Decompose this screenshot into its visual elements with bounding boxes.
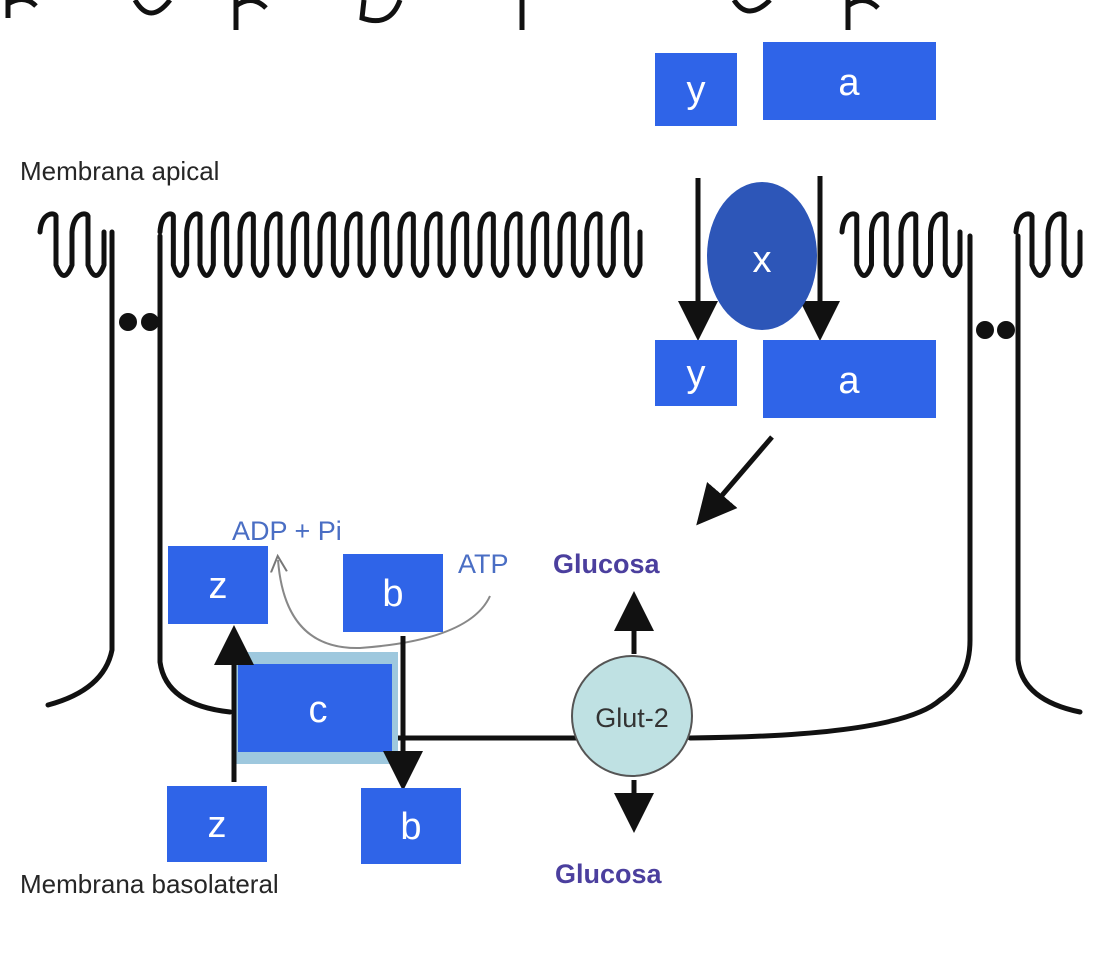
svg-text:b: b [400,806,421,848]
c-label: c [309,689,328,731]
symporter-x: x [707,182,817,330]
svg-text:z: z [209,565,228,607]
pump-channel-c: c [232,652,398,764]
tight-junction-left [119,313,159,331]
svg-text:b: b [382,573,403,615]
box-z-bottom: z [167,786,267,862]
svg-text:z: z [208,804,227,846]
apical-membrane-label: Membrana apical [20,156,219,186]
cropped-header-text [5,0,880,30]
svg-text:a: a [838,360,860,402]
left-neighbor-cell-wall [45,229,115,708]
apical-membrane-microvilli [37,211,1083,278]
svg-text:y: y [687,353,706,395]
basolateral-membrane-right [687,233,973,741]
right-neighbor-cell-wall [1015,233,1083,715]
glut2-label: Glut-2 [595,703,669,733]
box-a-top: a [763,42,936,120]
basolateral-membrane-label: Membrana basolateral [20,869,279,899]
box-y-bottom: y [655,340,737,406]
box-a-bottom: a [763,340,936,418]
box-y-top: y [655,53,737,126]
atp-label: ATP [458,549,509,579]
box-z-top: z [168,546,268,624]
glut2-transporter: Glut-2 [571,655,693,777]
arrow-to-glucose [696,435,774,526]
box-b-top: b [343,554,443,632]
cell-left-wall [157,233,233,715]
svg-text:y: y [687,69,706,111]
tight-junction-right [976,321,1015,339]
glucose-bottom-label: Glucosa [555,859,663,889]
x-label: x [753,239,772,281]
box-b-bottom: b [361,788,461,864]
svg-text:a: a [838,62,860,104]
glucose-top-label: Glucosa [553,549,661,579]
adp-pi-label: ADP + Pi [232,516,342,546]
atp-to-adp-curve [278,560,491,650]
